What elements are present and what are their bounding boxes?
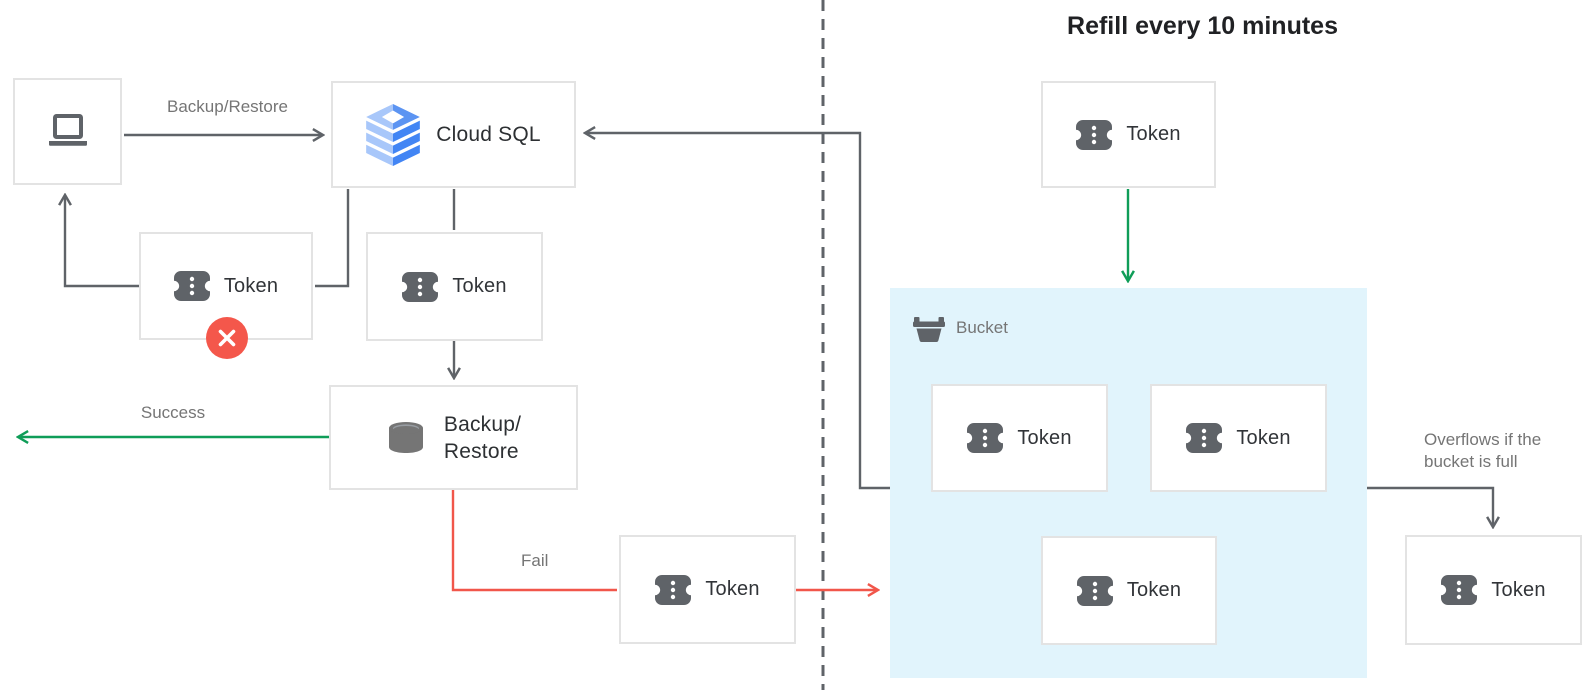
token-icon [967,423,1004,453]
token-label: Token [1126,579,1182,601]
bucket-token-2: Token [1150,384,1327,492]
cloud-sql-icon [366,103,421,166]
bucket-header: Bucket [912,314,1008,342]
token-label: Token [223,274,279,297]
edge-bucket-overflow [1367,486,1493,526]
token-label: Token [705,578,760,600]
token-icon [655,574,692,605]
edge-fail [451,490,617,592]
success-edge-label: Success [140,403,206,422]
backup-restore-label-line2: Restore [443,439,519,463]
token-box-refill: Token [1041,81,1216,188]
backup-restore-edge-label: Backup/Restore [167,97,288,116]
token-icon [1076,119,1113,150]
token-label: Token [1491,578,1546,601]
token-box-overflow: Token [1405,535,1582,645]
bucket-label: Bucket [956,318,1008,337]
overflow-edge-label-line2: bucket is full [1424,452,1518,471]
backup-restore-box: Backup/ Restore [329,385,578,490]
token-icon [1076,575,1113,606]
bucket-token-3: Token [1041,536,1217,645]
token-icon [1441,575,1478,605]
cloud-sql-label: Cloud SQL [436,122,541,146]
laptop-icon [48,113,87,146]
x-badge [206,317,248,359]
token-icon [1186,423,1223,453]
overflow-edge-label: Overflows if the bucket is full [1424,429,1574,473]
client-box [13,78,122,185]
database-icon [388,421,423,453]
token-label: Token [1126,123,1181,145]
token-box-fail: Token [619,535,796,644]
backup-restore-label-line1: Backup/ [443,412,522,436]
token-icon [402,271,439,302]
refill-title: Refill every 10 minutes [1067,12,1338,40]
token-label: Token [1017,426,1072,449]
fail-edge-label: Fail [521,551,549,570]
token-label: Token [452,275,507,297]
bucket-icon [913,317,945,342]
cloud-sql-box: Cloud SQL [331,81,576,188]
overflow-edge-label-line1: Overflows if the [1424,430,1542,449]
backup-restore-label: Backup/ Restore [444,411,521,465]
token-label: Token [1236,426,1291,449]
token-icon [173,271,210,301]
token-box-cloudsql: Token [366,232,543,341]
bucket-token-1: Token [931,384,1108,492]
edge-bucket-to-cloudsql [586,133,890,490]
edge-cloudsql-to-token-rejected [315,189,350,288]
edge-token-rejected-to-client [65,196,139,288]
